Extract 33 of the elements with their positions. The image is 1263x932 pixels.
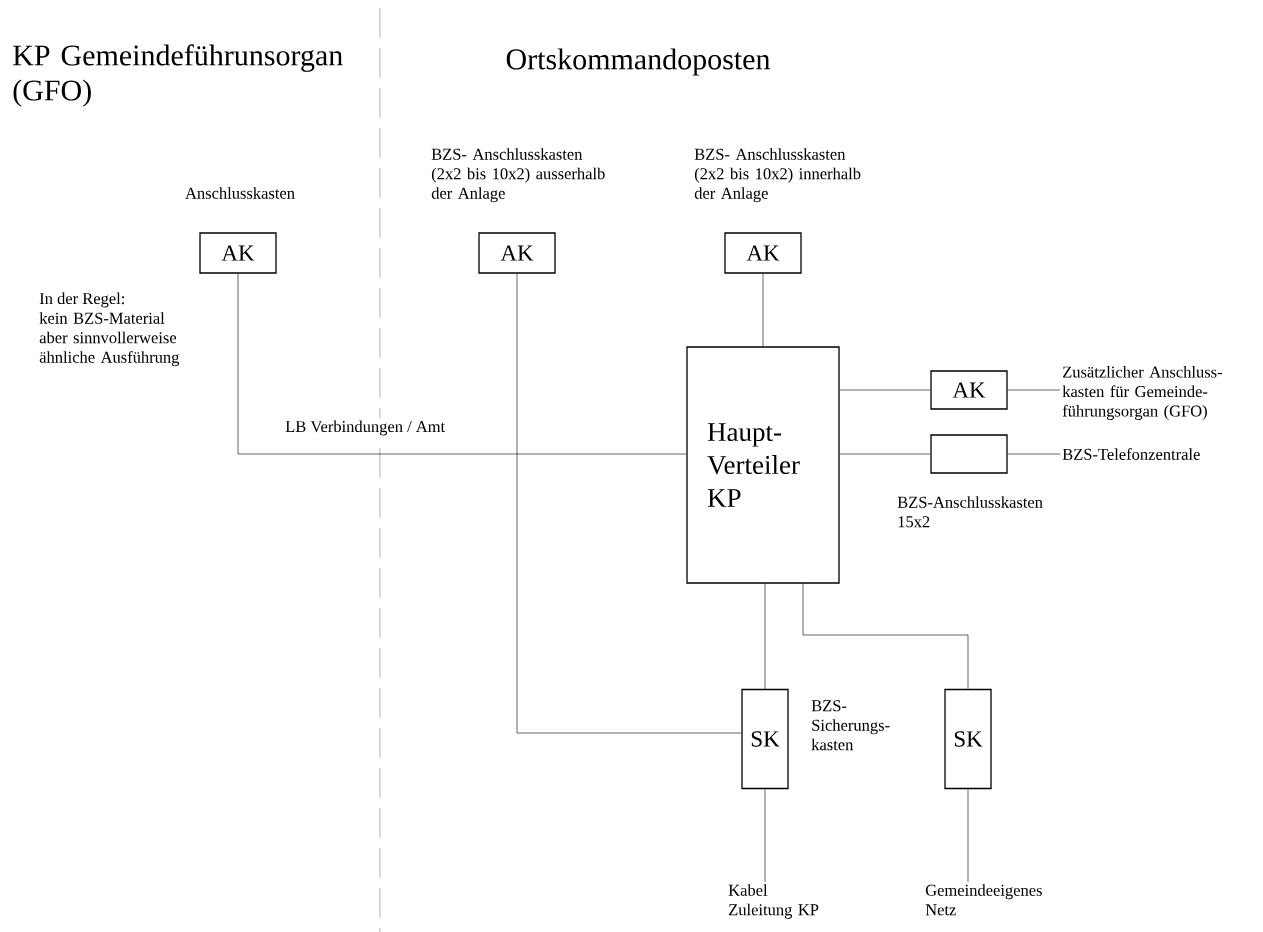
connector-line <box>839 453 931 455</box>
connection-box <box>930 434 1008 474</box>
connector-line <box>967 788 969 883</box>
connector-line <box>516 273 742 734</box>
connector-line <box>1007 453 1061 455</box>
connector-line <box>1007 389 1061 391</box>
endpoint-text: Zusätzlicher Anschluss- kasten für Gemeinde- führungsorgan (GFO) <box>1062 366 1222 420</box>
connection-box: AK <box>724 232 802 274</box>
node-caption: BZS- Anschlusskasten (2x2 bis 10x2) ausserhalb der Anlage <box>431 148 605 203</box>
distributor-box: Haupt- Verteiler KP <box>686 346 840 584</box>
connector-line <box>764 583 766 690</box>
node-caption: Anschlusskasten <box>185 187 295 199</box>
node-caption: BZS- Sicherungs- kasten <box>811 700 890 751</box>
connector-line <box>764 788 766 883</box>
node-caption: BZS- Anschlusskasten (2x2 bis 10x2) innerhalb der Anlage <box>694 148 861 203</box>
fuse-box: SK <box>741 688 789 790</box>
connector-line <box>802 583 969 690</box>
connection-box: AK <box>478 232 556 274</box>
connector-line <box>762 273 764 347</box>
connector-line <box>237 273 687 455</box>
node-caption: BZS-Anschlusskasten 15x2 <box>897 496 1043 528</box>
connection-box: AK <box>930 370 1008 410</box>
note-text: In der Regel: <box>39 292 124 308</box>
connection-box: AK <box>199 232 277 274</box>
section-heading: KP Gemeindeführunsorgan (GFO) <box>13 44 343 107</box>
connector-line <box>839 389 931 391</box>
endpoint-text: Kabel Zuleitung KP <box>728 884 819 919</box>
endpoint-text: Gemeindeeigenes Netz <box>925 884 1042 916</box>
edge-label: LB Verbindungen / Amt <box>283 418 448 438</box>
fuse-box: SK <box>944 688 992 790</box>
section-heading: Ortskommandoposten <box>506 48 771 76</box>
endpoint-text: BZS-Telefonzentrale <box>1062 448 1200 460</box>
note-text: kein BZS-Material aber sinnvollerweise ähnliche Ausführung <box>39 312 180 367</box>
